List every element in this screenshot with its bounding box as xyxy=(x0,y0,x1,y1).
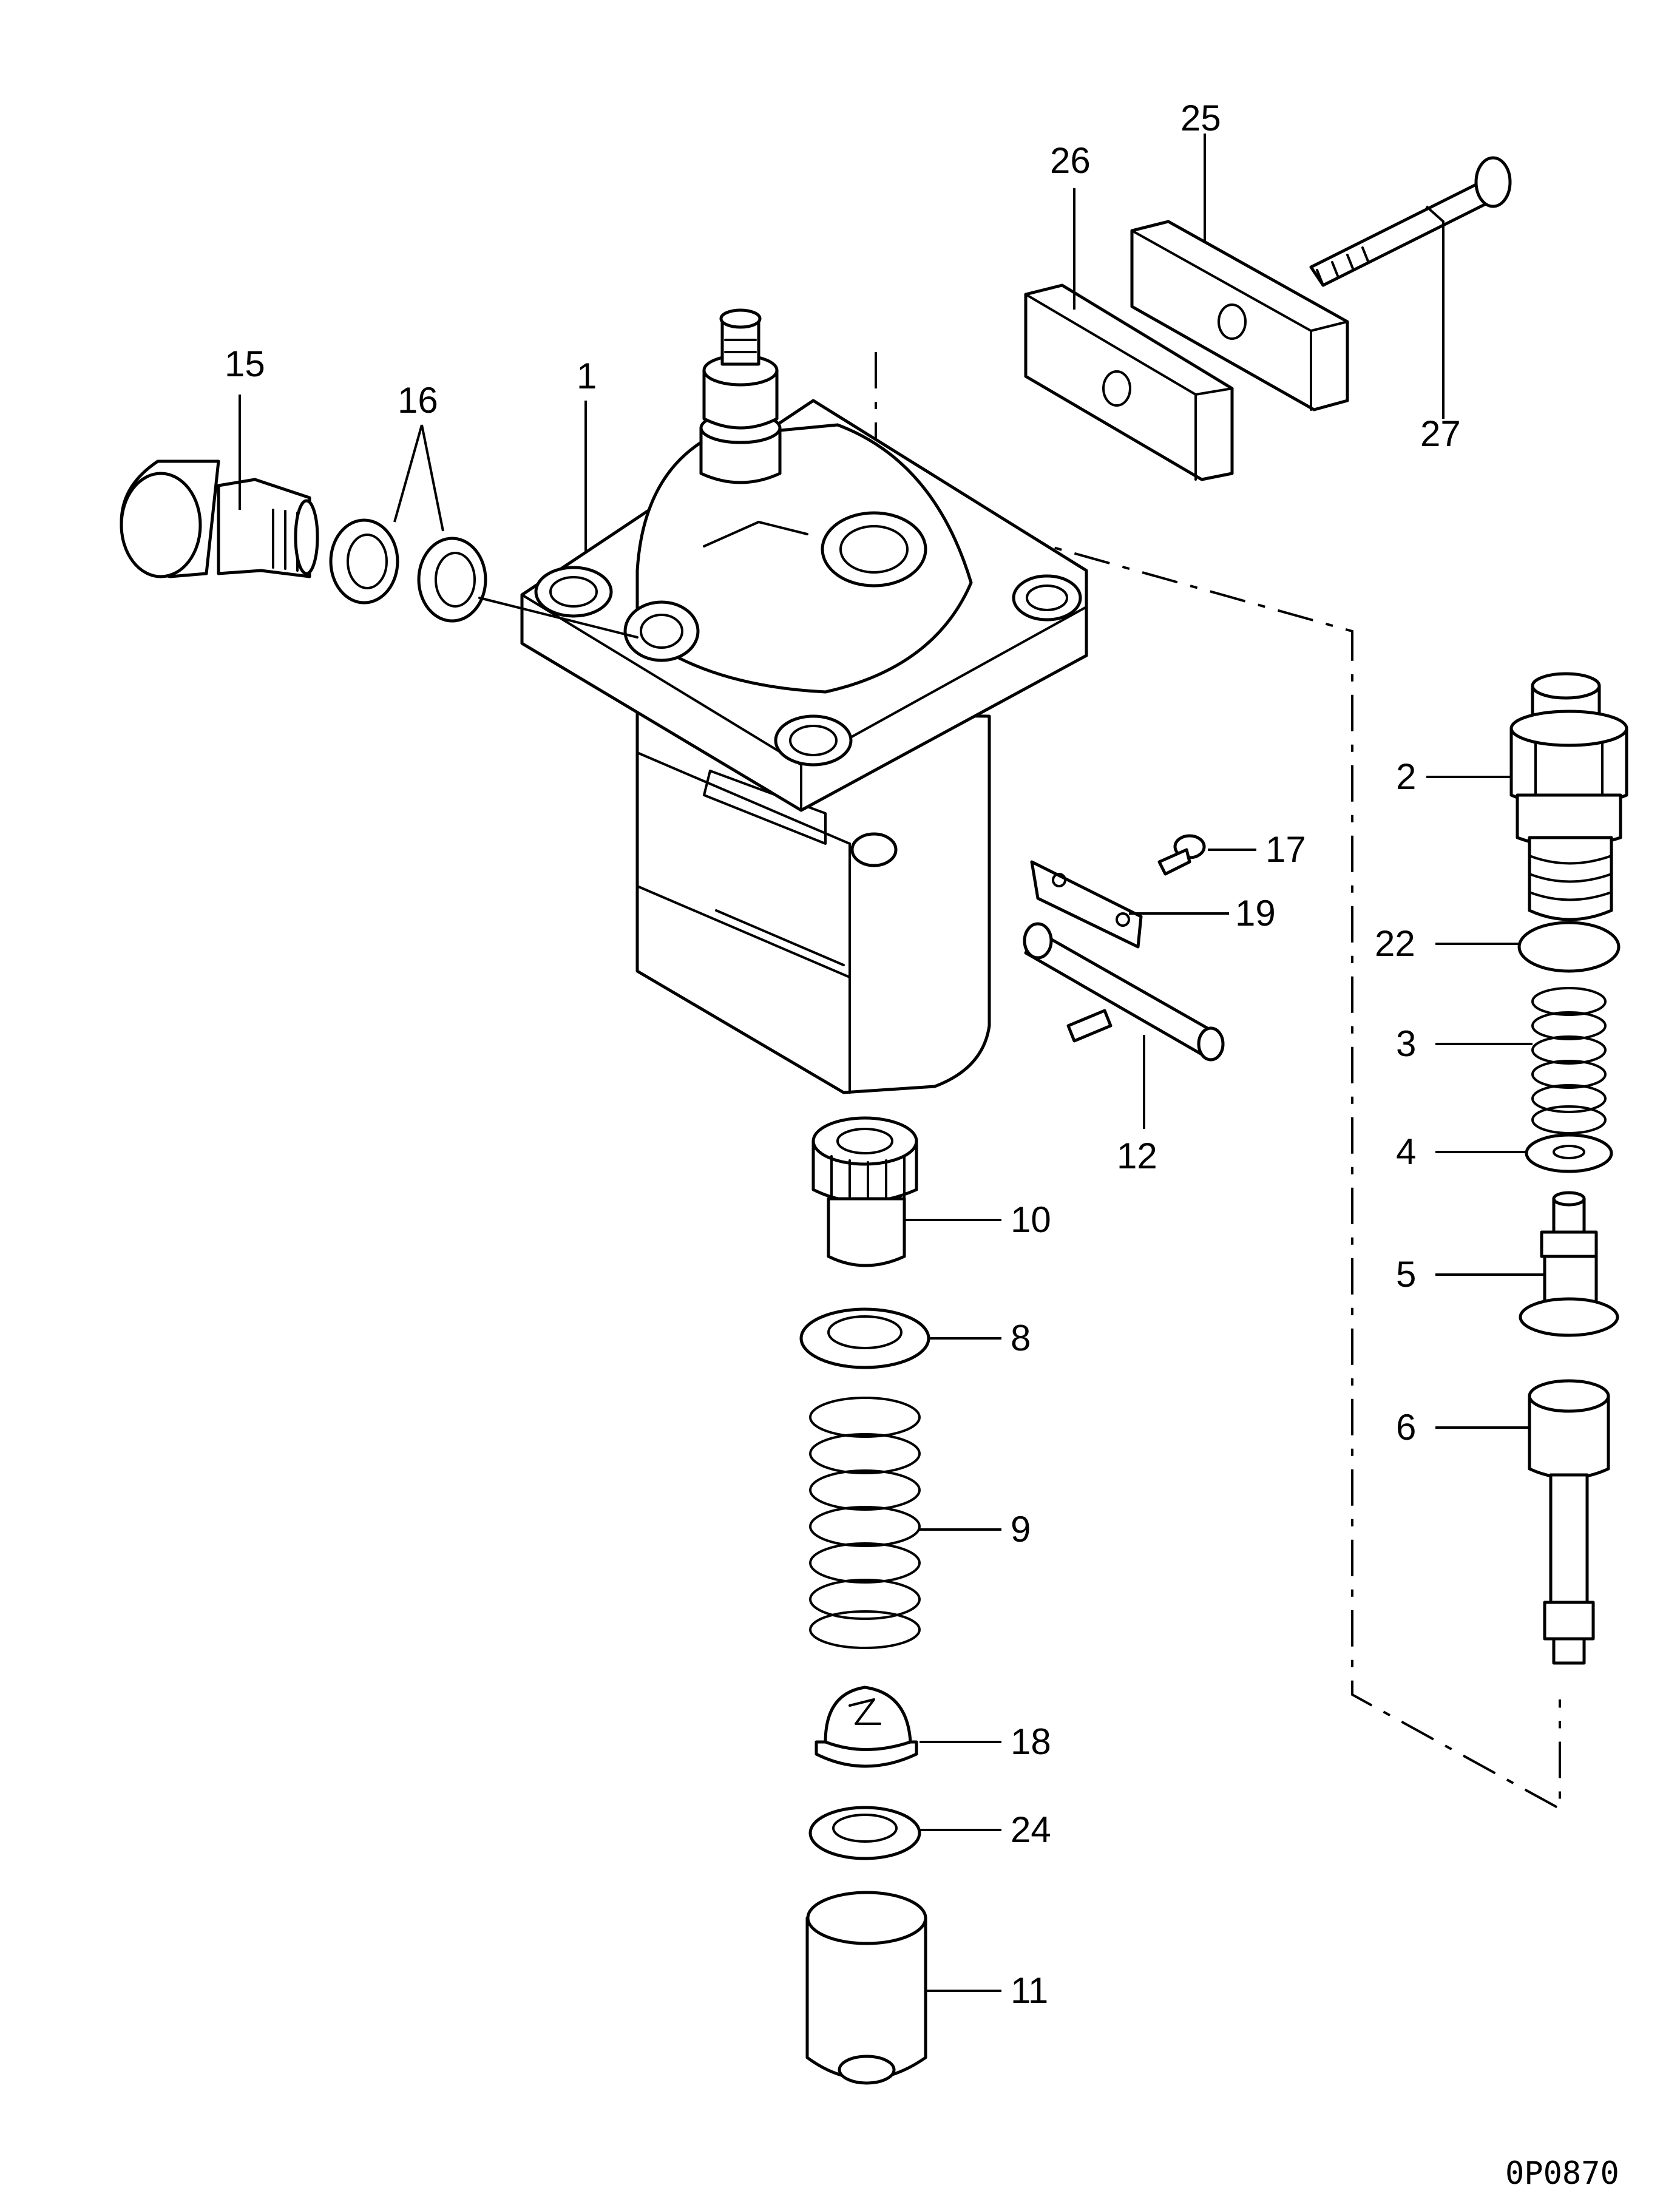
part-sealing-washers xyxy=(329,518,638,639)
part-shim-26 xyxy=(1024,283,1234,481)
part-delivery-valve-holder xyxy=(1509,672,1628,921)
part-delivery-valve xyxy=(1519,1191,1619,1337)
leader-lines xyxy=(239,134,1545,1992)
callout-19: 19 xyxy=(1235,893,1276,933)
part-valve-spring xyxy=(1531,987,1607,1134)
part-shim-25 xyxy=(1130,220,1349,412)
callout-16: 16 xyxy=(398,380,438,421)
callout-9: 9 xyxy=(1011,1509,1031,1550)
callout-26: 26 xyxy=(1050,140,1091,181)
callout-1: 1 xyxy=(577,356,597,396)
callout-5: 5 xyxy=(1396,1254,1416,1295)
part-lower-spring-seat xyxy=(815,1686,918,1768)
part-o-ring xyxy=(1517,921,1621,973)
part-control-pin xyxy=(1023,922,1225,1062)
callout-8: 8 xyxy=(1011,1318,1031,1358)
part-tappet-guide xyxy=(811,1116,918,1267)
part-spring-seat xyxy=(799,1307,930,1369)
part-screw xyxy=(1157,834,1206,876)
drawing-code: 0P0870 xyxy=(1505,2155,1619,2192)
part-inlet-plug xyxy=(120,459,319,578)
part-adjusting-washer xyxy=(808,1806,921,1860)
callout-2: 2 xyxy=(1396,756,1416,797)
callout-6: 6 xyxy=(1396,1407,1416,1448)
callout-24: 24 xyxy=(1011,1809,1051,1850)
callout-3: 3 xyxy=(1396,1023,1416,1064)
callout-22: 22 xyxy=(1375,923,1415,964)
part-plate xyxy=(1030,860,1143,949)
callout-15: 15 xyxy=(225,344,265,384)
callout-25: 25 xyxy=(1180,98,1221,138)
callout-11: 11 xyxy=(1011,1970,1048,2011)
part-bolt xyxy=(1309,156,1512,287)
part-tappet xyxy=(805,1891,927,2085)
callout-27: 27 xyxy=(1420,413,1461,454)
callout-12: 12 xyxy=(1117,1136,1157,1176)
part-valve-gasket xyxy=(1525,1133,1613,1173)
part-plunger-spring xyxy=(809,1397,921,1649)
part-plunger xyxy=(1528,1379,1610,1665)
callout-17: 17 xyxy=(1265,829,1306,870)
callout-10: 10 xyxy=(1011,1199,1051,1240)
callout-labels: 15 16 1 26 25 27 17 19 12 10 8 9 18 24 1… xyxy=(225,98,1461,2011)
callout-4: 4 xyxy=(1396,1131,1416,1172)
part-pump-housing xyxy=(520,308,1088,1094)
callout-18: 18 xyxy=(1011,1721,1051,1762)
